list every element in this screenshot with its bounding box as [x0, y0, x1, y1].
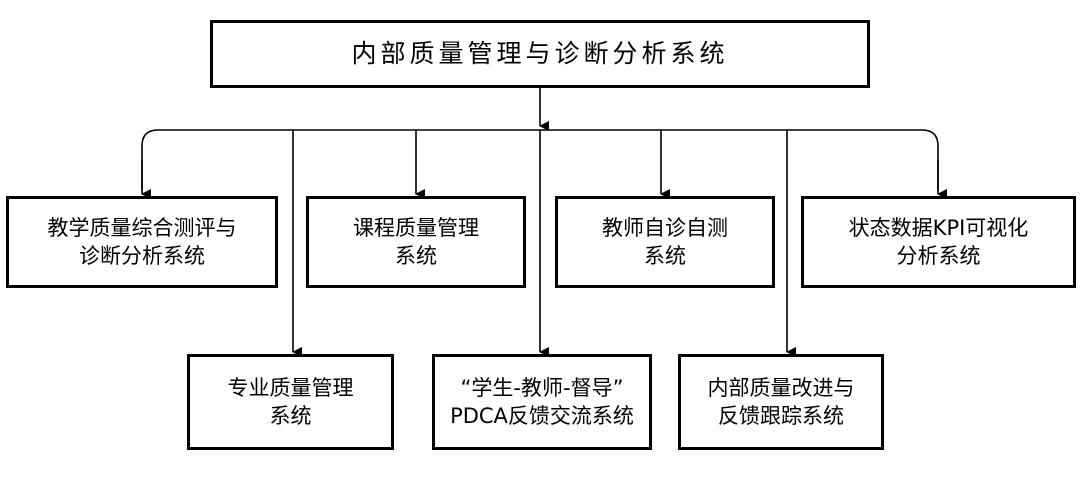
box-label-line1: 课程质量管理 [353, 215, 479, 240]
box-label-line1: 内部质量改进与 [707, 375, 855, 400]
box-label-line1: 教师自诊自测 [602, 215, 728, 240]
box-label-line1: 教学质量综合测评与 [47, 215, 237, 240]
box-label-line1: 专业质量管理 [227, 375, 354, 400]
kpi-visualization-box: 状态数据KPI可视化 分析系统 [801, 196, 1076, 288]
root-system-box: 内部质量管理与诊断分析系统 [210, 20, 870, 88]
box-label-line2: PDCA反馈交流系统 [450, 404, 634, 428]
box-label-line2: 诊断分析系统 [79, 244, 205, 268]
box-label-line2: 分析系统 [896, 244, 981, 268]
teacher-self-diagnosis-box: 教师自诊自测 系统 [555, 196, 775, 288]
box-label-line1: “学生-教师-督导” [460, 375, 624, 400]
course-quality-management-box: 课程质量管理 系统 [306, 196, 526, 288]
box-label-line2: 反馈跟踪系统 [718, 404, 844, 428]
box-label-line2: 系统 [395, 244, 437, 268]
box-label-line2: 系统 [644, 244, 686, 268]
root-system-label: 内部质量管理与诊断分析系统 [351, 39, 729, 69]
box-label-line1: 状态数据KPI可视化 [848, 215, 1029, 240]
pdca-feedback-box: “学生-教师-督导” PDCA反馈交流系统 [432, 354, 652, 450]
teaching-quality-evaluation-box: 教学质量综合测评与 诊断分析系统 [6, 196, 278, 288]
major-quality-management-box: 专业质量管理 系统 [187, 354, 394, 450]
quality-improvement-tracking-box: 内部质量改进与 反馈跟踪系统 [678, 354, 884, 450]
box-label-line2: 系统 [269, 404, 312, 428]
